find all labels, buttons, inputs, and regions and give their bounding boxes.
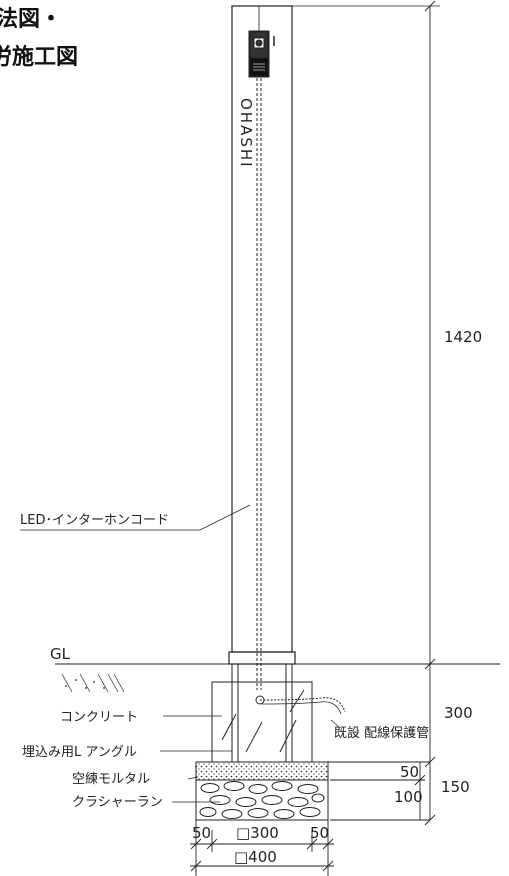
dim-base-total: 150 — [441, 778, 470, 796]
mortar-layer — [195, 761, 329, 781]
post-collar — [228, 651, 296, 665]
intercom-unit — [248, 6, 275, 78]
ground — [55, 663, 500, 693]
brand-text: OHASHI — [237, 98, 255, 169]
dim-side-left: 50 — [192, 824, 211, 842]
bottom-dimensions — [190, 820, 334, 876]
ground-dots — [65, 679, 105, 689]
dim-side-right: 50 — [310, 824, 329, 842]
mortar-label: 空練モルタル — [72, 772, 150, 787]
dim-height: 1420 — [444, 328, 482, 346]
dim-inner-width: □300 — [236, 824, 279, 842]
left-labels — [160, 715, 232, 803]
cord-label-group: LED･インターホンコード — [20, 504, 251, 531]
crusher-layer — [195, 779, 329, 821]
dim-outer-width: □400 — [234, 848, 277, 866]
crusher-label: クラシャーラン — [72, 795, 163, 810]
dim-mortar: 50 — [400, 763, 419, 781]
title-line2: 労施工図 — [0, 44, 78, 70]
right-dimensions — [312, 0, 436, 826]
angle-label: 埋込み用L アングル — [22, 745, 137, 760]
conduit — [255, 695, 346, 715]
dim-crusher: 100 — [394, 788, 423, 806]
concrete-foundation — [211, 681, 313, 763]
cord-line — [256, 78, 262, 690]
conduit-label-group: 既設 配線保護管 — [330, 719, 429, 741]
embed-angles — [231, 663, 293, 763]
cord-label: LED･インターホンコード — [20, 513, 169, 528]
dim-embed: 300 — [444, 704, 473, 722]
title-line1: 法図・ — [0, 7, 62, 32]
concrete-label: コンクリート — [60, 710, 138, 725]
gl-label: GL — [50, 645, 71, 663]
conduit-label: 既設 配線保護管 — [334, 725, 429, 741]
